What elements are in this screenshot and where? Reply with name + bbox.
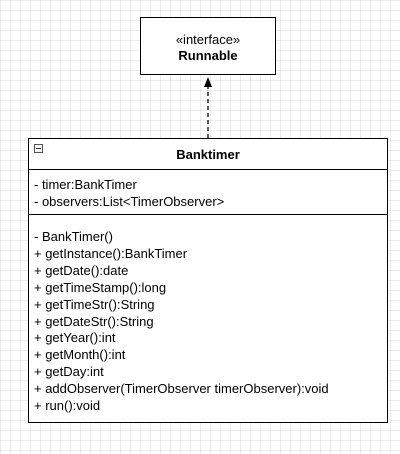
operation-item[interactable]: + getDate():date [34, 262, 129, 278]
operation-item[interactable]: + getTimeStamp():long [34, 279, 167, 295]
interface-runnable[interactable]: «interface» Runnable [140, 17, 276, 75]
operation-item[interactable]: + run():void [34, 398, 101, 414]
interface-stereotype: «interface» [175, 32, 241, 47]
class-header: Banktimer [29, 139, 387, 170]
operation-item[interactable]: - BankTimer() [34, 229, 113, 244]
class-name: Banktimer [176, 147, 240, 162]
operations-section: - BankTimer() + getInstance():BankTimer … [29, 215, 387, 415]
operation-item[interactable]: + getMonth():int [34, 347, 126, 363]
operation-item[interactable]: + getInstance():BankTimer [34, 245, 188, 261]
class-banktimer[interactable]: Banktimer - timer:BankTimer - observers:… [28, 138, 388, 423]
interface-name: Runnable [178, 48, 238, 63]
attribute-item[interactable]: - observers:List<TimerObserver> [34, 193, 225, 209]
operation-item[interactable]: + addObserver(TimerObserver timerObserve… [34, 381, 329, 397]
collapse-icon[interactable] [34, 144, 43, 153]
operation-item[interactable]: + getDay:int [34, 364, 104, 380]
attribute-item[interactable]: - timer:BankTimer [34, 177, 137, 192]
operation-item[interactable]: + getDateStr():String [34, 313, 154, 329]
attributes-section: - timer:BankTimer - observers:List<Timer… [29, 170, 387, 215]
operation-item[interactable]: + getTimeStr():String [34, 296, 155, 312]
realization-arrowhead [204, 77, 212, 87]
operation-item[interactable]: + getYear():int [34, 330, 116, 346]
